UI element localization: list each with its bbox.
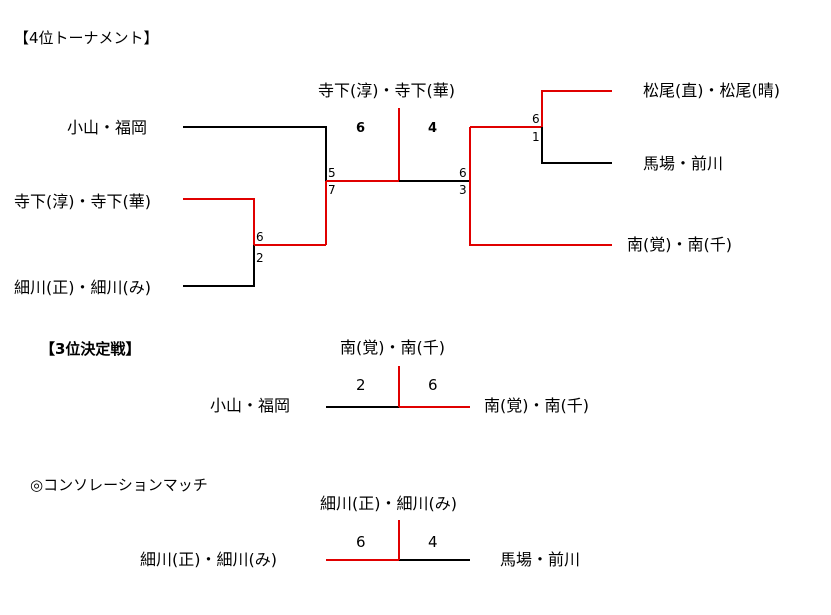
semi-right-score-f: 3 xyxy=(459,183,467,197)
final-right-score: 4 xyxy=(428,121,438,136)
bc-score-b: 6 xyxy=(256,230,264,244)
tournament-winner-label: 寺下(淳)・寺下(華) xyxy=(318,81,455,100)
third-place-right-team: 南(覚)・南(千) xyxy=(484,396,589,415)
consolation-left-team: 細川(正)・細川(み) xyxy=(140,550,277,569)
bracket-line-d xyxy=(541,90,612,127)
de-score-e: 1 xyxy=(532,130,540,144)
team-label-a: 小山・福岡 xyxy=(67,118,148,137)
consolation-right-team: 馬場・前川 xyxy=(500,550,581,569)
consolation-winner-label: 細川(正)・細川(み) xyxy=(320,494,457,513)
de-score-d: 6 xyxy=(532,112,540,126)
team-label-f: 南(覚)・南(千) xyxy=(627,235,732,254)
semi-right-score-winner: 6 xyxy=(459,166,467,180)
team-label-e: 馬場・前川 xyxy=(643,154,724,173)
semi-left-score-a: 5 xyxy=(328,166,336,180)
final-left-score: 6 xyxy=(356,121,366,136)
bc-score-c: 2 xyxy=(256,251,264,265)
third-place-winner-label: 南(覚)・南(千) xyxy=(340,338,445,357)
consolation-heading: ◎コンソレーションマッチ xyxy=(30,476,208,494)
consolation-left-score: 6 xyxy=(356,533,366,551)
bracket-line-b xyxy=(183,198,255,245)
team-label-d: 松尾(直)・松尾(晴) xyxy=(643,81,780,100)
bracket-line-e xyxy=(541,127,612,164)
bracket-line-f xyxy=(469,181,612,246)
bracket-line-a xyxy=(183,126,327,181)
bracket-line-c xyxy=(183,245,255,287)
third-place-right-score: 6 xyxy=(428,376,438,394)
third-place-heading: 【3位決定戦】 xyxy=(40,340,141,358)
consolation-right-score: 4 xyxy=(428,533,438,551)
tournament-heading: 【4位トーナメント】 xyxy=(14,29,159,47)
third-place-left-team: 小山・福岡 xyxy=(210,396,291,415)
semi-left-score-winner: 7 xyxy=(328,183,336,197)
team-label-b: 寺下(淳)・寺下(華) xyxy=(14,192,151,211)
team-label-c: 細川(正)・細川(み) xyxy=(14,278,151,297)
third-place-left-score: 2 xyxy=(356,376,366,394)
